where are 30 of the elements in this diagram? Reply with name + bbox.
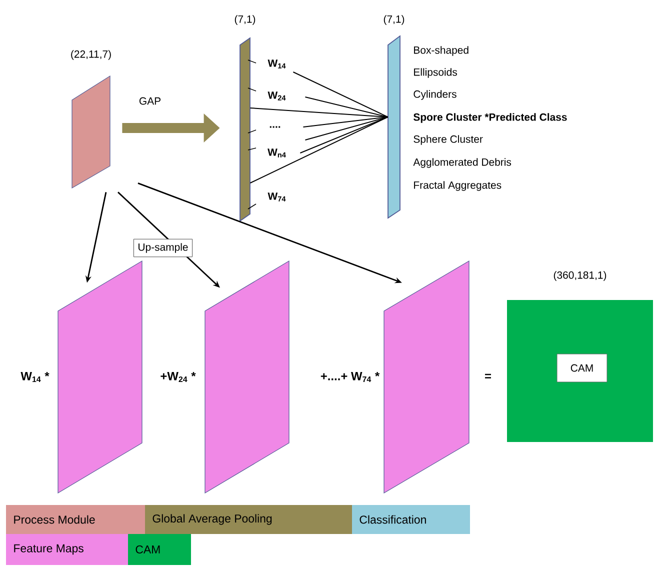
class-label: Fractal Aggregates <box>414 181 502 191</box>
cam-map: CAM <box>507 300 653 442</box>
dimension-label: (360,181,1) <box>554 271 606 281</box>
weight-label: W$_{24}$ <box>268 92 286 100</box>
weight-label: W$_{n4}$ <box>268 148 286 158</box>
class-label: Spore Cluster *Predicted Class <box>414 113 567 123</box>
dimension-label: (7,1) <box>234 15 256 25</box>
weight-label: .... <box>270 126 280 128</box>
legend-label: Process Module <box>14 515 95 524</box>
legend-label: CAM <box>136 545 160 554</box>
class-label: Agglomerated Debris <box>413 158 512 168</box>
dimension-label: (22,11,7) <box>71 50 111 60</box>
equation-term: +W$_{24}$ * <box>160 372 196 382</box>
class-label: Cylinders <box>414 90 456 100</box>
edge-label: GAP <box>138 96 162 106</box>
connector-line <box>250 108 388 118</box>
legend-label: Feature Maps <box>14 544 84 555</box>
legend-label: Global Average Pooling <box>152 514 272 525</box>
dimension-label: (7,1) <box>384 15 404 25</box>
class-label: Ellipsoids <box>414 68 457 78</box>
connector-line <box>302 116 388 128</box>
equation-term: = <box>485 374 491 378</box>
connector-line <box>304 96 388 118</box>
connector-line <box>250 116 388 184</box>
connector-line <box>292 72 388 118</box>
connector-line <box>304 116 388 140</box>
weight-label: W$_{74}$ <box>268 192 286 202</box>
edge-label: Up-sample <box>133 238 193 258</box>
legend-label: Classification <box>360 515 426 524</box>
class-label: Sphere Cluster <box>414 135 483 145</box>
